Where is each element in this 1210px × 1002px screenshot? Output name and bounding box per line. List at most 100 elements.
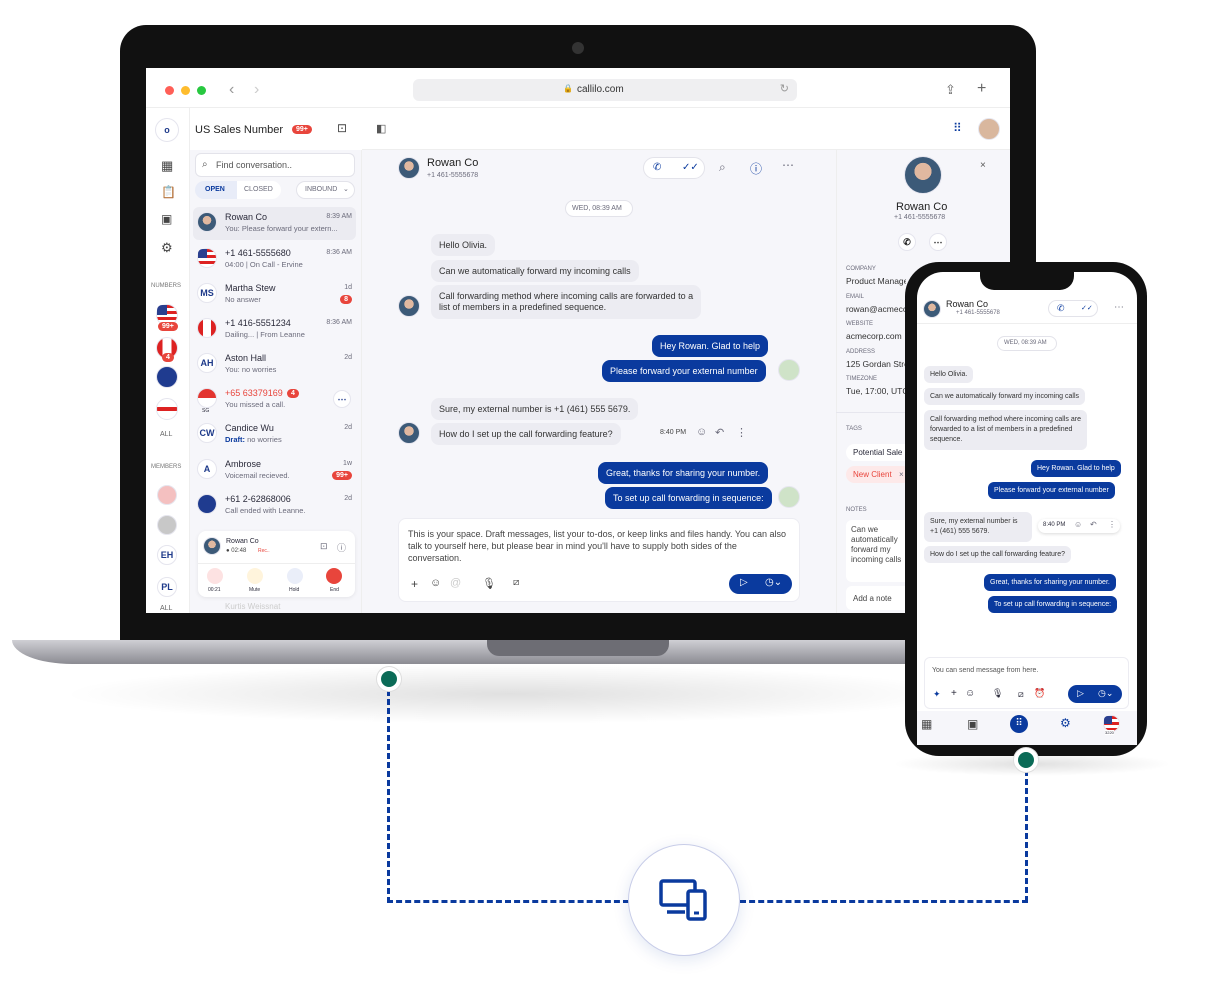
composer-text[interactable]: This is your space. Draft messages, list… bbox=[408, 529, 787, 563]
tab-open[interactable]: OPEN bbox=[195, 181, 237, 199]
back-icon[interactable]: ‹ bbox=[229, 81, 235, 98]
list-item[interactable]: CW Candice Wu 2d Draft: no worries bbox=[193, 418, 356, 451]
member-avatar[interactable] bbox=[157, 515, 177, 535]
contact-field-value: Tue, 17:00, UTC bbox=[846, 386, 906, 396]
close-panel-icon[interactable]: × bbox=[980, 160, 986, 171]
remove-tag-icon[interactable]: × bbox=[899, 470, 904, 479]
inbound-filter-dropdown[interactable]: INBOUND⌄ bbox=[296, 181, 355, 199]
collapse-sidebar-icon[interactable]: ◧ bbox=[376, 123, 387, 135]
phone-nav-contacts-icon[interactable]: ▣ bbox=[967, 717, 979, 731]
phone-nav-settings-icon[interactable]: ⚙ bbox=[1060, 716, 1071, 730]
tab-closed[interactable]: CLOSED bbox=[237, 181, 281, 199]
phone-attach-icon[interactable]: + bbox=[951, 688, 957, 699]
mute-button[interactable] bbox=[247, 568, 263, 584]
user-avatar[interactable] bbox=[978, 118, 1000, 140]
attach-icon[interactable]: + bbox=[411, 577, 419, 591]
workspace-switcher[interactable]: o bbox=[155, 118, 179, 142]
reply-icon[interactable]: ↶ bbox=[715, 427, 725, 439]
message-composer[interactable]: This is your space. Draft messages, list… bbox=[398, 518, 800, 602]
phone-emoji-icon[interactable]: ☺ bbox=[965, 688, 976, 699]
message-more-icon[interactable]: ⋮ bbox=[736, 427, 747, 439]
clipboard-ai-icon[interactable]: 📋 bbox=[161, 185, 176, 199]
phone-mic-icon[interactable]: 🎙 bbox=[992, 688, 1004, 698]
list-item[interactable]: MS Martha Stew 1d No answer 8 bbox=[193, 278, 356, 311]
search-chat-icon[interactable]: ⌕ bbox=[719, 160, 726, 174]
phone-reply-icon[interactable]: ↶ bbox=[1090, 520, 1097, 529]
list-item-more-button[interactable]: ⋯ bbox=[333, 390, 351, 408]
phone-react-icon[interactable]: ☺ bbox=[1074, 520, 1083, 529]
list-title: US Sales Number bbox=[195, 124, 284, 136]
phone-more-icon[interactable]: ⋯ bbox=[1114, 302, 1124, 313]
reload-icon[interactable]: ↻ bbox=[779, 83, 789, 95]
phone-schedule-icon[interactable]: ◷⌄ bbox=[1098, 688, 1114, 698]
phone-call-icon[interactable]: ✆ bbox=[1057, 303, 1065, 313]
close-window-button[interactable] bbox=[165, 86, 174, 95]
members-all-link[interactable]: ALL bbox=[160, 605, 173, 612]
tag-new-client[interactable]: New Client× bbox=[846, 466, 911, 483]
dialpad-icon[interactable]: ⠿ bbox=[953, 121, 962, 135]
list-item[interactable]: +1 416-5551234 8:36 AM Dailing... | From… bbox=[193, 313, 356, 346]
record-button[interactable] bbox=[207, 568, 223, 584]
list-item-name: Candice Wu bbox=[225, 423, 274, 433]
mark-read-icon[interactable]: ✓✓ bbox=[682, 162, 699, 173]
phone-message-outgoing: Great, thanks for sharing your number. bbox=[984, 574, 1116, 591]
list-item[interactable]: A Ambrose 1w Voicemail recieved. 99+ bbox=[193, 454, 356, 487]
phone-composer[interactable]: You can send message from here. ✦ + ☺ 🎙 … bbox=[924, 657, 1129, 709]
member-avatar-eh[interactable]: EH bbox=[157, 545, 177, 565]
send-button[interactable]: ▷ ◷⌄ bbox=[729, 574, 792, 594]
number-au[interactable] bbox=[156, 366, 178, 388]
end-call-button[interactable] bbox=[326, 568, 342, 584]
maximize-window-button[interactable] bbox=[197, 86, 206, 95]
phone-alarm-icon[interactable]: ⏰ bbox=[1034, 688, 1046, 698]
phone-more-message-icon[interactable]: ⋮ bbox=[1108, 520, 1116, 529]
info-icon[interactable]: ⓘ bbox=[337, 543, 347, 553]
schedule-icon[interactable]: ◷⌄ bbox=[765, 577, 783, 588]
phone-nav-dialpad-icon[interactable]: ⠿ bbox=[1010, 715, 1028, 733]
new-tab-icon[interactable]: + bbox=[977, 80, 987, 97]
more-icon[interactable]: ⋯ bbox=[782, 158, 794, 172]
phone-notch bbox=[980, 272, 1074, 290]
ai-sparkle-icon[interactable]: ✦ bbox=[933, 689, 941, 699]
dashboard-icon[interactable]: ▦ bbox=[161, 158, 174, 173]
contact-call-button[interactable]: ✆ bbox=[898, 233, 916, 251]
phone-nav-dashboard-icon[interactable]: ▦ bbox=[921, 717, 933, 731]
contact-more-button[interactable]: ⋯ bbox=[929, 233, 947, 251]
microphone-icon[interactable]: 🎙 bbox=[482, 578, 496, 590]
mute-label: Mute bbox=[249, 587, 261, 593]
member-avatar-pl[interactable]: PL bbox=[157, 577, 177, 597]
message-outgoing: Hey Rowan. Glad to help bbox=[652, 335, 769, 357]
list-item[interactable]: Rowan Co 8:39 AM You: Please forward you… bbox=[193, 207, 356, 240]
transfer-icon[interactable]: ⊡ bbox=[320, 541, 328, 551]
new-conversation-icon[interactable]: ⊡ bbox=[337, 121, 348, 135]
phone-message-outgoing: To set up call forwarding in sequence: bbox=[988, 596, 1118, 613]
member-avatar[interactable] bbox=[157, 485, 177, 505]
share-icon[interactable]: ⇪ bbox=[945, 82, 956, 97]
phone-read-icon[interactable]: ✓✓ bbox=[1081, 305, 1093, 312]
minimize-window-button[interactable] bbox=[181, 86, 190, 95]
call-icon[interactable]: ✆ bbox=[653, 162, 662, 173]
phone-composer-placeholder[interactable]: You can send message from here. bbox=[932, 667, 1039, 674]
hold-button[interactable] bbox=[287, 568, 303, 584]
list-item[interactable]: +1 461-5555680 8:36 AM 04:00 | On Call -… bbox=[193, 243, 356, 276]
list-item[interactable]: +61 2-62868006 2d Call ended with Leanne… bbox=[193, 489, 356, 522]
numbers-all-link[interactable]: ALL bbox=[160, 431, 173, 438]
forward-icon[interactable]: › bbox=[254, 81, 260, 98]
search-input[interactable]: ⌕ Find conversation.. bbox=[195, 153, 355, 177]
list-item[interactable]: AH Aston Hall 2d You: no worries bbox=[193, 348, 356, 381]
url-bar[interactable]: 🔒 callilo.com ↻ bbox=[413, 79, 797, 101]
shortcut-icon[interactable]: ⧄ bbox=[513, 577, 520, 588]
info-icon[interactable]: ⓘ bbox=[750, 162, 763, 176]
emoji-icon[interactable]: ☺ bbox=[430, 577, 442, 589]
contact-field-label: TIMEZONE bbox=[846, 376, 877, 382]
phone-send-button[interactable]: ▷◷⌄ bbox=[1068, 685, 1122, 703]
phone-shortcut-icon[interactable]: ⧄ bbox=[1018, 689, 1024, 699]
list-item-partial[interactable]: Kurtis Weissnat bbox=[225, 602, 281, 611]
contact-avatar bbox=[398, 295, 420, 317]
number-gb[interactable] bbox=[156, 398, 178, 420]
react-icon[interactable]: ☺ bbox=[696, 426, 708, 438]
mention-icon[interactable]: @ bbox=[450, 577, 462, 589]
contacts-icon[interactable]: ▣ bbox=[161, 212, 173, 226]
settings-icon[interactable]: ⚙ bbox=[161, 240, 173, 255]
tag-potential-sale[interactable]: Potential Sale bbox=[846, 444, 916, 461]
